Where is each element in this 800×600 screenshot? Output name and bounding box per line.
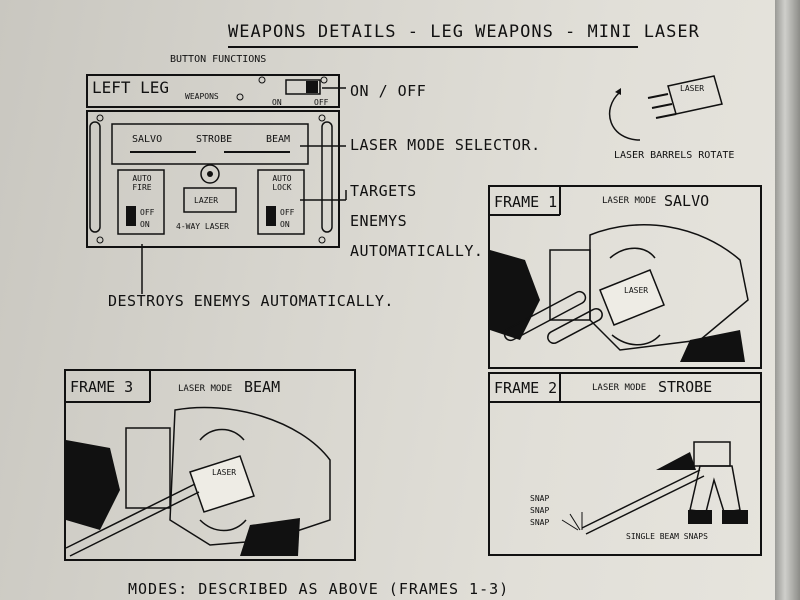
four-way-laser-label: 4-WAY LASER bbox=[176, 222, 229, 231]
title-underline bbox=[228, 46, 638, 48]
frame-2-mode-value: STROBE bbox=[658, 378, 713, 396]
panel-header-left-leg: LEFT LEG bbox=[92, 78, 170, 97]
auto-lock-off-label: OFF bbox=[280, 208, 295, 217]
off-label: OFF bbox=[314, 98, 329, 107]
frame-2-snap-3: SNAP bbox=[530, 518, 550, 527]
frame-2-snap-2: SNAP bbox=[530, 506, 550, 515]
lazer-label: LAZER bbox=[194, 196, 219, 205]
auto-lock-on-label: ON bbox=[280, 220, 290, 229]
salvo-label: SALVO bbox=[132, 134, 163, 145]
footer-modes-note: MODES: DESCRIBED AS ABOVE (FRAMES 1-3) bbox=[128, 580, 510, 598]
auto-fire-off-label: OFF bbox=[140, 208, 155, 217]
barrel-laser-tag: LASER bbox=[680, 84, 705, 93]
auto-fire-on-label: ON bbox=[140, 220, 150, 229]
mode-selector-annotation: LASER MODE SELECTOR. bbox=[350, 136, 541, 154]
frame-1-laser-tag: LASER bbox=[624, 286, 649, 295]
page-title: WEAPONS DETAILS - LEG WEAPONS - MINI LAS… bbox=[228, 22, 700, 42]
beam-label: BEAM bbox=[266, 134, 291, 145]
frame-1-box bbox=[488, 185, 762, 369]
frame-3-label: FRAME 3 bbox=[70, 378, 134, 396]
frame-1-mode-caption: LASER MODE bbox=[602, 196, 657, 206]
targets-annotation-line3: AUTOMATICALLY. bbox=[350, 242, 484, 260]
button-functions-caption: BUTTON FUNCTIONS bbox=[170, 54, 267, 65]
on-off-annotation: ON / OFF bbox=[350, 82, 427, 100]
panel-body bbox=[86, 110, 340, 248]
panel-header-bar bbox=[86, 74, 340, 108]
frame-3-mode-value: BEAM bbox=[244, 378, 281, 396]
frame-3-laser-tag: LASER bbox=[212, 468, 237, 477]
frame-2-snap-1: SNAP bbox=[530, 494, 550, 503]
frame-2-mode-caption: LASER MODE bbox=[592, 383, 647, 393]
frame-1-label: FRAME 1 bbox=[494, 193, 558, 211]
frame-1-mode-value: SALVO bbox=[664, 192, 710, 210]
strobe-label: STROBE bbox=[196, 134, 233, 145]
frame-2-beam-caption: SINGLE BEAM SNAPS bbox=[626, 532, 708, 541]
weapons-label: WEAPONS bbox=[185, 92, 219, 101]
targets-annotation-line1: TARGETS bbox=[350, 182, 417, 200]
frame-2-label: FRAME 2 bbox=[494, 379, 558, 397]
on-label: ON bbox=[272, 98, 282, 107]
page-binding-edge bbox=[775, 0, 800, 600]
targets-annotation-line2: ENEMYS bbox=[350, 212, 408, 230]
barrels-rotate-caption: LASER BARRELS ROTATE bbox=[614, 150, 735, 161]
destroys-annotation: DESTROYS ENEMYS AUTOMATICALLY. bbox=[108, 292, 394, 310]
frame-3-box bbox=[64, 369, 356, 561]
frame-2-box bbox=[488, 372, 762, 556]
auto-fire-label: AUTO FIRE bbox=[132, 174, 152, 192]
frame-3-mode-caption: LASER MODE bbox=[178, 384, 233, 394]
auto-lock-label: AUTO LOCK bbox=[272, 174, 292, 192]
